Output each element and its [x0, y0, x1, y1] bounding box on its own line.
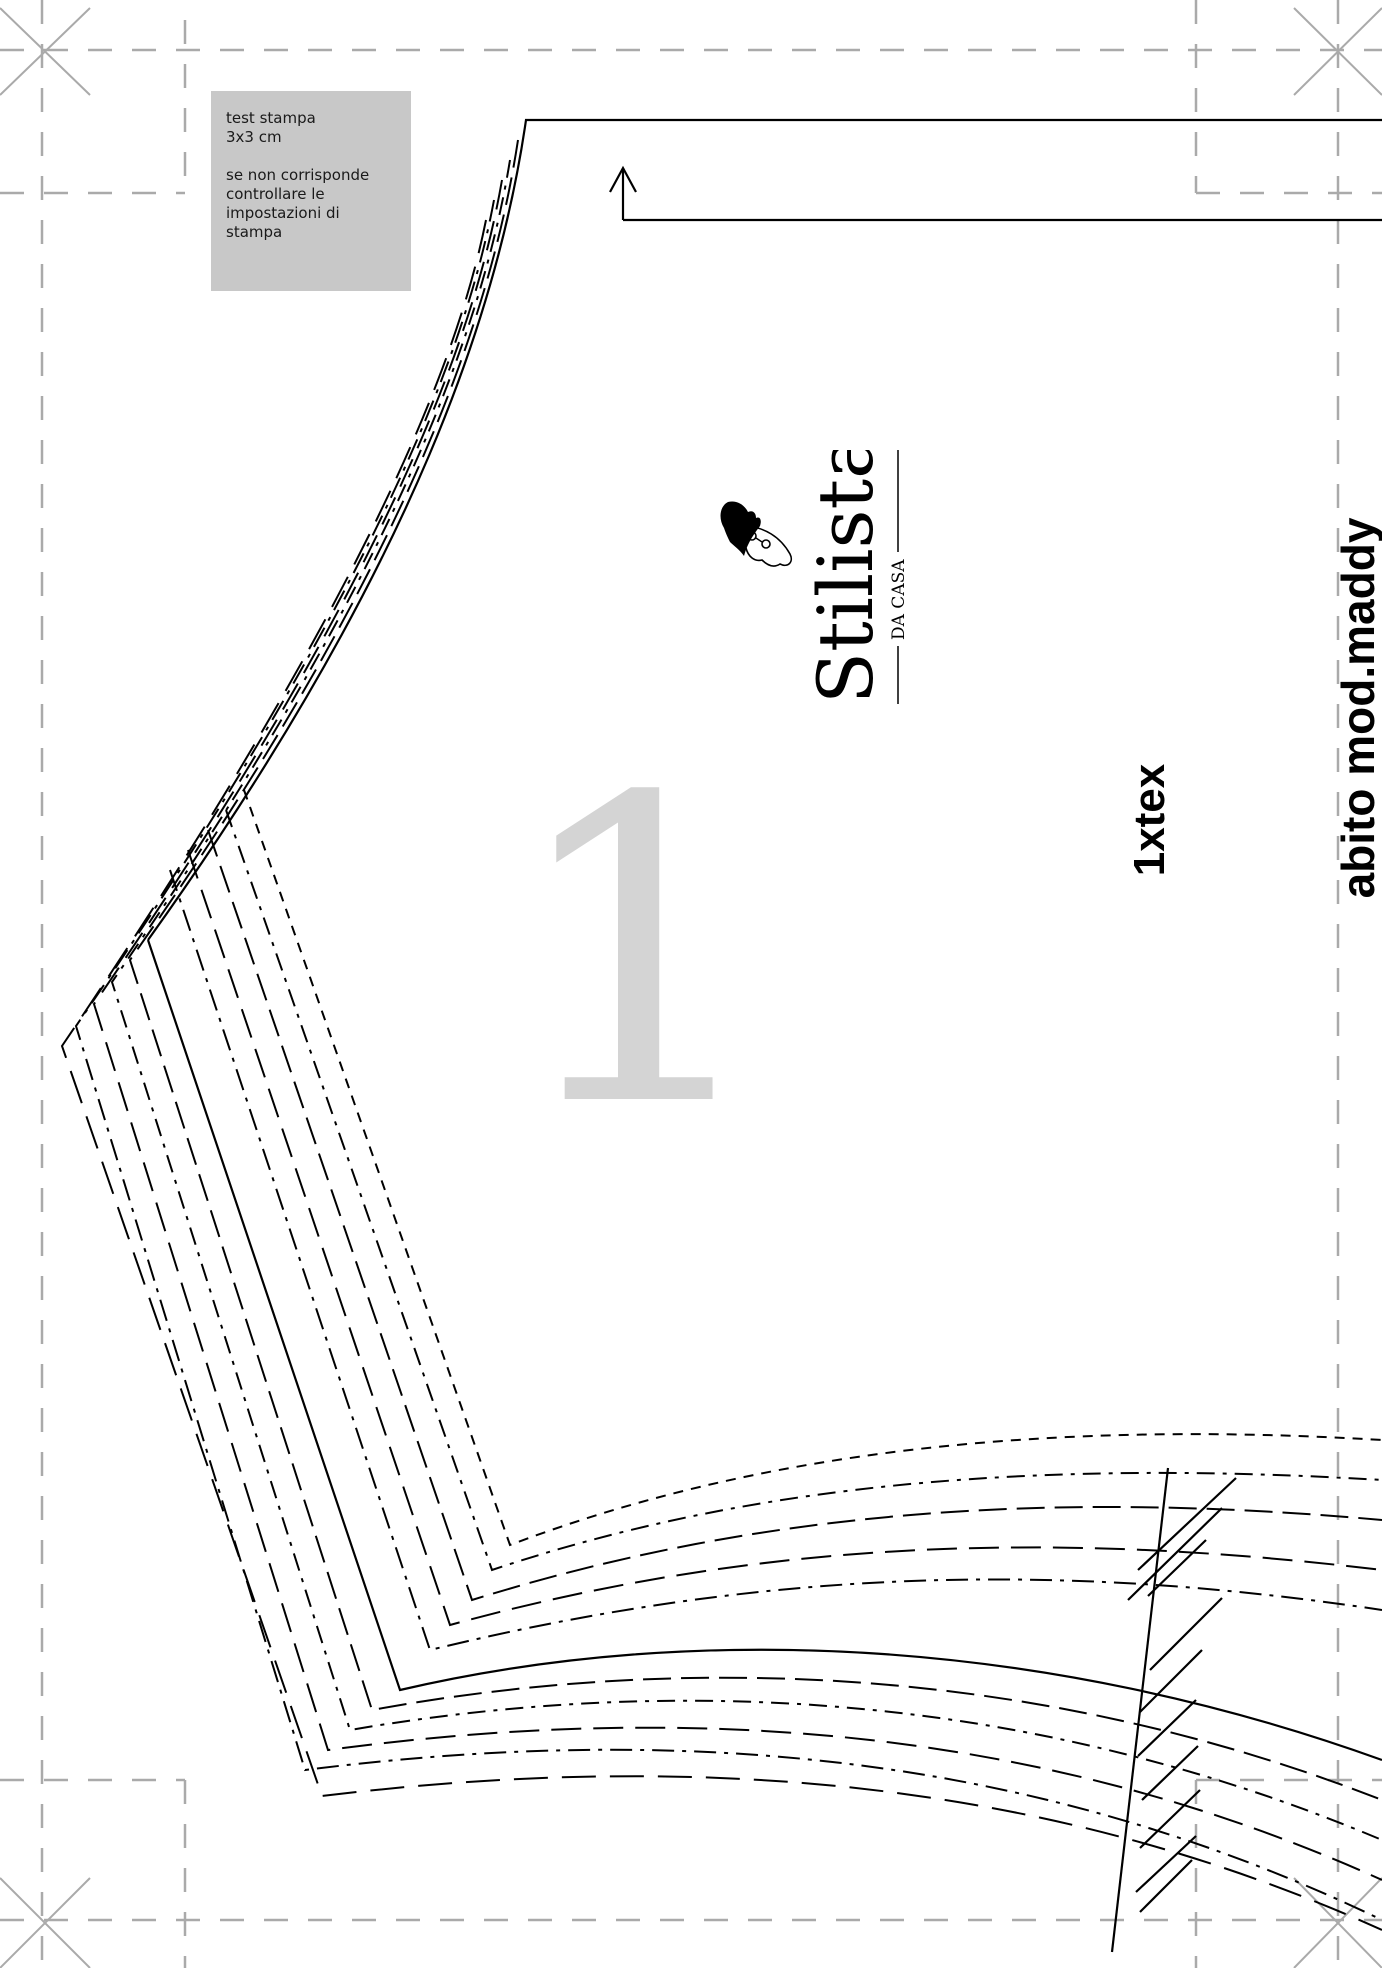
test-box-gap	[226, 147, 399, 166]
notches	[1110, 1467, 1237, 1953]
grainline-arrow-icon	[609, 165, 1382, 222]
test-box-line: test stampa	[226, 109, 316, 127]
portrait-logo-icon	[720, 501, 793, 567]
pattern-piece-outline	[146, 118, 1382, 1762]
logo-wordmark: Stilista	[801, 450, 890, 704]
piece-number: 1	[505, 710, 773, 1199]
size-lines	[60, 139, 1382, 1931]
test-box-line: 3x3 cm	[226, 128, 282, 146]
registration-cross-icon	[0, 7, 1382, 1968]
logo-wordmark-rotated: Stilista DA CASA	[801, 450, 909, 704]
test-box-line: se non corrisponde	[226, 166, 370, 184]
cut-quantity-label: 1xtex	[1125, 763, 1174, 877]
model-name-label: abito mod.maddy	[1332, 517, 1382, 899]
test-box-line: impostazioni di	[226, 204, 340, 222]
print-test-box: test stampa 3x3 cm se non corrisponde co…	[211, 91, 411, 291]
test-box-line: controllare le	[226, 185, 325, 203]
logo-subtitle: DA CASA	[889, 559, 909, 640]
brand-logo: Stilista DA CASA	[690, 450, 930, 710]
test-box-line: stampa	[226, 223, 283, 241]
